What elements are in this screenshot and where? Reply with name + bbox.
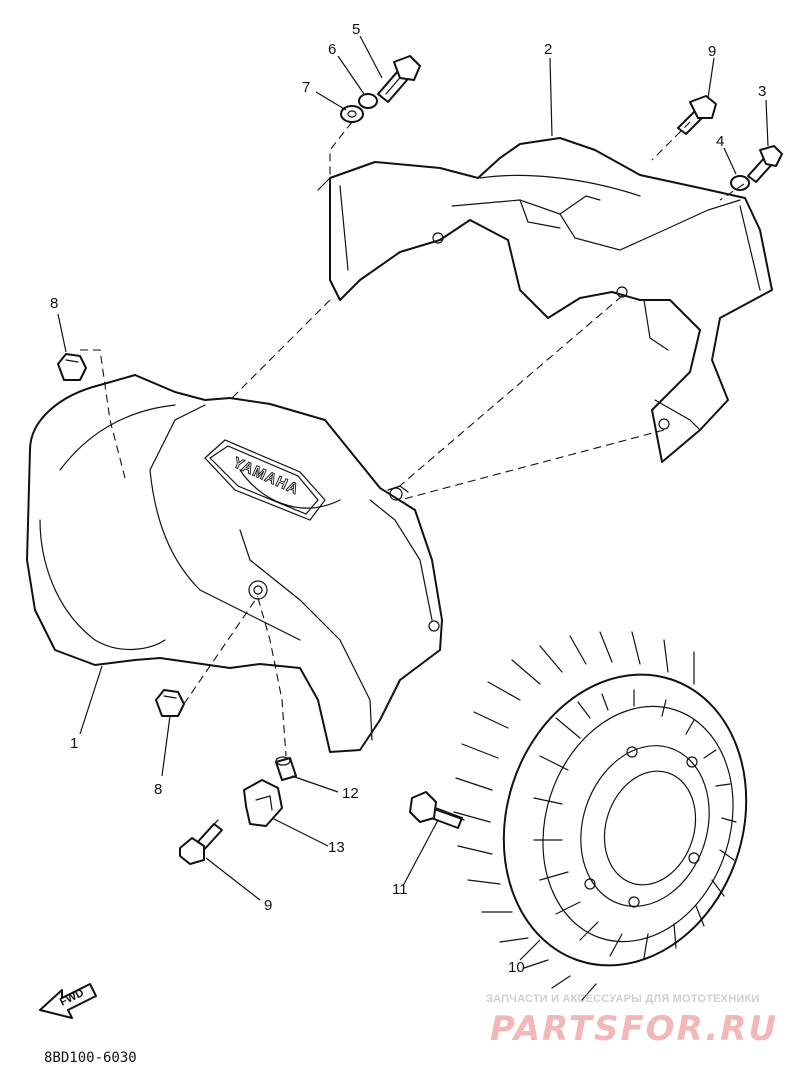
assembly-line xyxy=(183,595,259,705)
assembly-line xyxy=(651,121,691,161)
screw-3 xyxy=(747,145,783,183)
assembly-line xyxy=(229,299,331,401)
watermark-tagline: ЗАПЧАСТИ И АКСЕССУАРЫ ДЛЯ МОТОТЕХНИКИ xyxy=(486,993,759,1005)
callout-9-bottom: 9 xyxy=(264,897,272,914)
callout-6: 6 xyxy=(328,41,336,58)
watermark-logo: PARTSFOR.RU xyxy=(490,1009,778,1049)
nut-8-top xyxy=(57,353,87,381)
callout-8-bottom: 8 xyxy=(154,781,162,798)
callout-5: 5 xyxy=(352,21,360,38)
bolt-5 xyxy=(377,55,421,103)
callout-4: 4 xyxy=(716,133,724,150)
fwd-direction-arrow: FWD xyxy=(39,983,97,1019)
flange-bolt-9-top xyxy=(677,95,717,135)
assembly-line xyxy=(257,597,287,757)
upper-cover-part xyxy=(317,137,773,463)
callout-9-top: 9 xyxy=(708,43,716,60)
flange-bolt-9-bottom xyxy=(179,819,223,865)
assembly-line xyxy=(719,183,745,201)
callout-8-top: 8 xyxy=(50,295,58,312)
assembly-line xyxy=(399,429,665,501)
leader-lines xyxy=(57,35,769,961)
lower-cover-part: YAMAHA xyxy=(26,374,443,753)
collar-12 xyxy=(275,756,297,781)
callout-13: 13 xyxy=(328,839,345,856)
assembly-line xyxy=(329,121,353,282)
washer-4 xyxy=(730,175,750,191)
callout-11: 11 xyxy=(392,881,408,898)
flywheel-fan-part xyxy=(453,631,748,1001)
grommet-13 xyxy=(243,779,283,827)
bolt-11 xyxy=(409,791,465,829)
assembly-line xyxy=(80,349,126,479)
lock-washer-6 xyxy=(358,93,378,109)
callout-12: 12 xyxy=(342,785,359,802)
callout-7: 7 xyxy=(302,79,310,96)
callout-1: 1 xyxy=(70,735,78,752)
callout-10: 10 xyxy=(508,959,525,976)
assembly-line xyxy=(394,295,623,491)
diagram-code: 8BD100-6030 xyxy=(44,1050,137,1066)
nut-8-bottom xyxy=(155,689,185,717)
callout-2: 2 xyxy=(544,41,552,58)
callout-3: 3 xyxy=(758,83,766,100)
